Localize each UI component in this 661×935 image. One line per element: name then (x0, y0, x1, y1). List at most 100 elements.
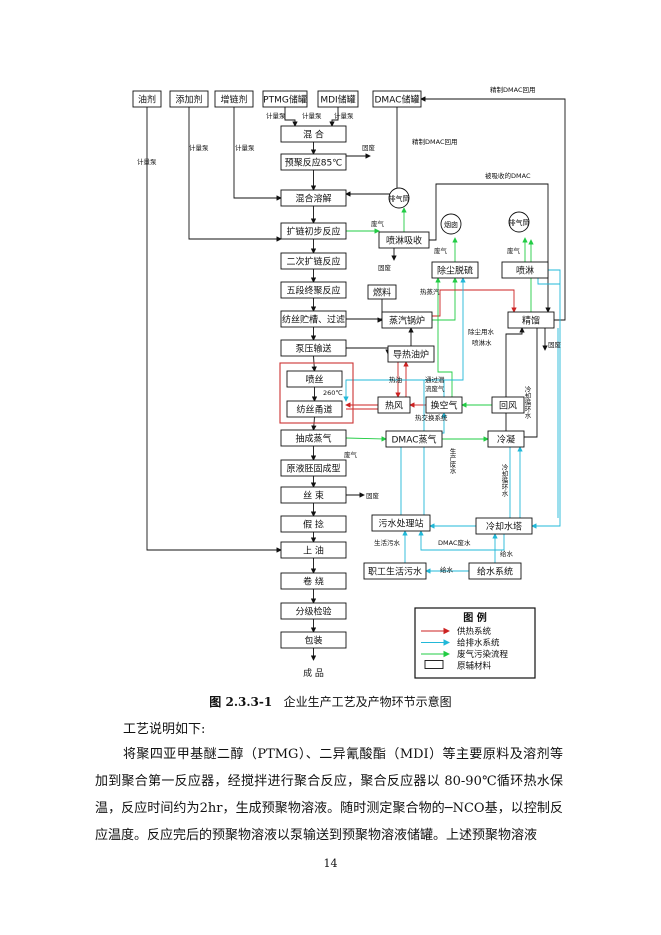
node-s-mix: 混 合 (280, 125, 347, 143)
flow-label-f-meter2: 计量泵 (189, 143, 209, 152)
svg-text:DMAC储罐: DMAC储罐 (375, 94, 420, 106)
node-s-pre: 预聚反应85℃ (280, 153, 347, 171)
svg-text:给排水系统: 给排水系统 (457, 638, 500, 649)
paragraph-body: 将聚四亚甲基醚二醇（PTMG）、二异氰酸酯（MDI）等主要原料及溶剂等加到聚合第… (95, 747, 563, 843)
flow-label-f-gas2: 废气 (434, 246, 448, 255)
svg-text:换空气: 换空气 (430, 400, 457, 412)
svg-text:导热油炉: 导热油炉 (393, 349, 429, 361)
node-a-fuel: 燃料 (367, 284, 397, 300)
flow-label-f-sprayw: 喷淋水 (472, 338, 492, 347)
flow-label-f-solid4: 固废 (366, 491, 380, 500)
node-s-jet: 喷丝 (286, 370, 343, 388)
svg-text:污水处理站: 污水处理站 (378, 518, 423, 530)
flow-label-f-supply: 给水 (500, 549, 514, 558)
flow-label-f-meter6: 计量泵 (334, 111, 354, 120)
svg-text:热风: 热风 (385, 400, 403, 412)
svg-text:供热系统: 供热系统 (457, 626, 492, 637)
node-s-form: 原液胚固成型 (280, 459, 347, 477)
flow-label-f-dmacw: DMAC废水 (438, 538, 471, 547)
svg-text:卷 绕: 卷 绕 (303, 576, 324, 588)
flow-label-f-solid1: 固废 (362, 143, 376, 152)
node-a-heat: 导热油炉 (387, 345, 435, 363)
svg-text:添加剂: 添加剂 (175, 94, 202, 106)
node-s-ext2: 二次扩链反应 (280, 252, 347, 270)
product-label: 成 品 (303, 667, 324, 679)
flow-label-f-gas4: 废气 (344, 450, 358, 459)
legend-item-lg1: 供热系统 (421, 626, 492, 637)
svg-text:喷丝: 喷丝 (305, 374, 323, 386)
flow-label-f-life: 生活污水 (374, 538, 401, 547)
flow-label-f-meter5: 计量泵 (302, 111, 322, 120)
svg-text:增链剂: 增链剂 (220, 94, 247, 106)
flow-label-f-exch: 热交换系统 (415, 413, 448, 422)
svg-text:废气污染流程: 废气污染流程 (457, 649, 509, 660)
svg-text:抽成蒸气: 抽成蒸气 (295, 433, 331, 445)
svg-text:PTMG储罐: PTMG储罐 (263, 94, 307, 106)
svg-text:蒸汽锅炉: 蒸汽锅炉 (389, 315, 425, 327)
legend-title: 图 例 (463, 611, 486, 624)
figure-caption: 图 2.3.3-1 企业生产工艺及产物环节示意图 (0, 693, 661, 710)
node-a-ret: 回风 (491, 396, 525, 414)
node-s-bund: 丝 束 (280, 486, 347, 504)
svg-text:包装: 包装 (304, 635, 322, 647)
svg-text:喷淋: 喷淋 (516, 265, 534, 277)
node-a-cond: 冷凝 (487, 430, 525, 448)
node-a-dust: 除尘脱硫 (431, 261, 479, 279)
svg-text:冷凝: 冷凝 (497, 434, 515, 446)
node-a-hot: 热风 (377, 396, 411, 414)
svg-text:除尘脱硫: 除尘脱硫 (437, 265, 473, 277)
flow-label-f-meter3: 计量泵 (235, 143, 255, 152)
svg-text:原液胚固成型: 原液胚固成型 (286, 463, 340, 475)
svg-text:原辅材料: 原辅材料 (457, 661, 492, 672)
flow-label-f-feed: 给水 (440, 565, 454, 574)
svg-text:泵压输送: 泵压输送 (295, 343, 331, 355)
node-m-mdi: MDI储罐 (317, 90, 359, 108)
flow-label-f-gassend: 流废气 (425, 384, 445, 393)
svg-text:排气筒: 排气筒 (389, 194, 410, 203)
flow-label-f-gas1: 废气 (371, 219, 385, 228)
flow-label-f-top: 精制DMAC回用 (490, 85, 535, 94)
svg-text:五段终聚反应: 五段终聚反应 (286, 285, 340, 297)
node-m-chain: 增链剂 (214, 90, 254, 108)
svg-text:油剂: 油剂 (138, 94, 156, 106)
svg-text:纺丝贮槽、过滤: 纺丝贮槽、过滤 (282, 314, 345, 326)
figure-number: 图 2.3.3-1 (209, 695, 273, 709)
svg-text:丝 束: 丝 束 (303, 490, 324, 502)
flow-label-f-steam: 热蒸汽 (420, 287, 440, 296)
node-s-oil: 上 油 (280, 541, 347, 559)
svg-text:喷淋吸收: 喷淋吸收 (386, 235, 422, 247)
node-a-sew: 污水处理站 (371, 514, 431, 532)
flow-lines (146, 96, 566, 661)
node-a-rect: 精馏 (507, 311, 555, 329)
svg-text:上 油: 上 油 (303, 545, 324, 557)
spinning-section-frame (279, 362, 354, 424)
figure-title: 企业生产工艺及产物环节示意图 (283, 695, 452, 709)
node-s-fin: 五段终聚反应 (280, 281, 347, 299)
node-s-pump: 泵压输送 (280, 339, 347, 357)
svg-text:预聚反应85℃: 预聚反应85℃ (285, 157, 343, 169)
flow-label-f-cwc2: 冷却循环水 (500, 463, 508, 497)
svg-text:烟囱: 烟囱 (444, 220, 458, 229)
svg-text:燃料: 燃料 (373, 287, 391, 299)
node-s-chan: 纺丝甬道 (286, 400, 343, 418)
flow-label-f-refine: 精制DMAC回用 (412, 137, 457, 146)
svg-text:DMAC蒸气: DMAC蒸气 (392, 434, 437, 446)
svg-text:二次扩链反应: 二次扩链反应 (286, 256, 340, 268)
flow-label-f-through: 通过潜 (425, 375, 445, 384)
node-s-wind: 卷 绕 (280, 572, 347, 590)
node-m-ptmg: PTMG储罐 (262, 90, 308, 108)
node-a-water: 给水系统 (468, 562, 522, 580)
svg-text:MDI储罐: MDI储罐 (320, 94, 355, 106)
flow-label-f-meter4: 计量泵 (266, 111, 286, 120)
svg-text:冷却水塔: 冷却水塔 (486, 521, 522, 533)
node-a-dvap: DMAC蒸气 (385, 430, 443, 448)
node-a-tower: 冷却水塔 (475, 517, 533, 535)
node-s-fals: 假 捻 (280, 515, 347, 533)
node-a-hex: 换空气 (425, 396, 463, 414)
legend-item-lg4: 原辅材料 (424, 660, 492, 672)
svg-text:混合溶解: 混合溶解 (295, 193, 331, 205)
flow-label-f-temp: 260℃ (323, 389, 343, 397)
